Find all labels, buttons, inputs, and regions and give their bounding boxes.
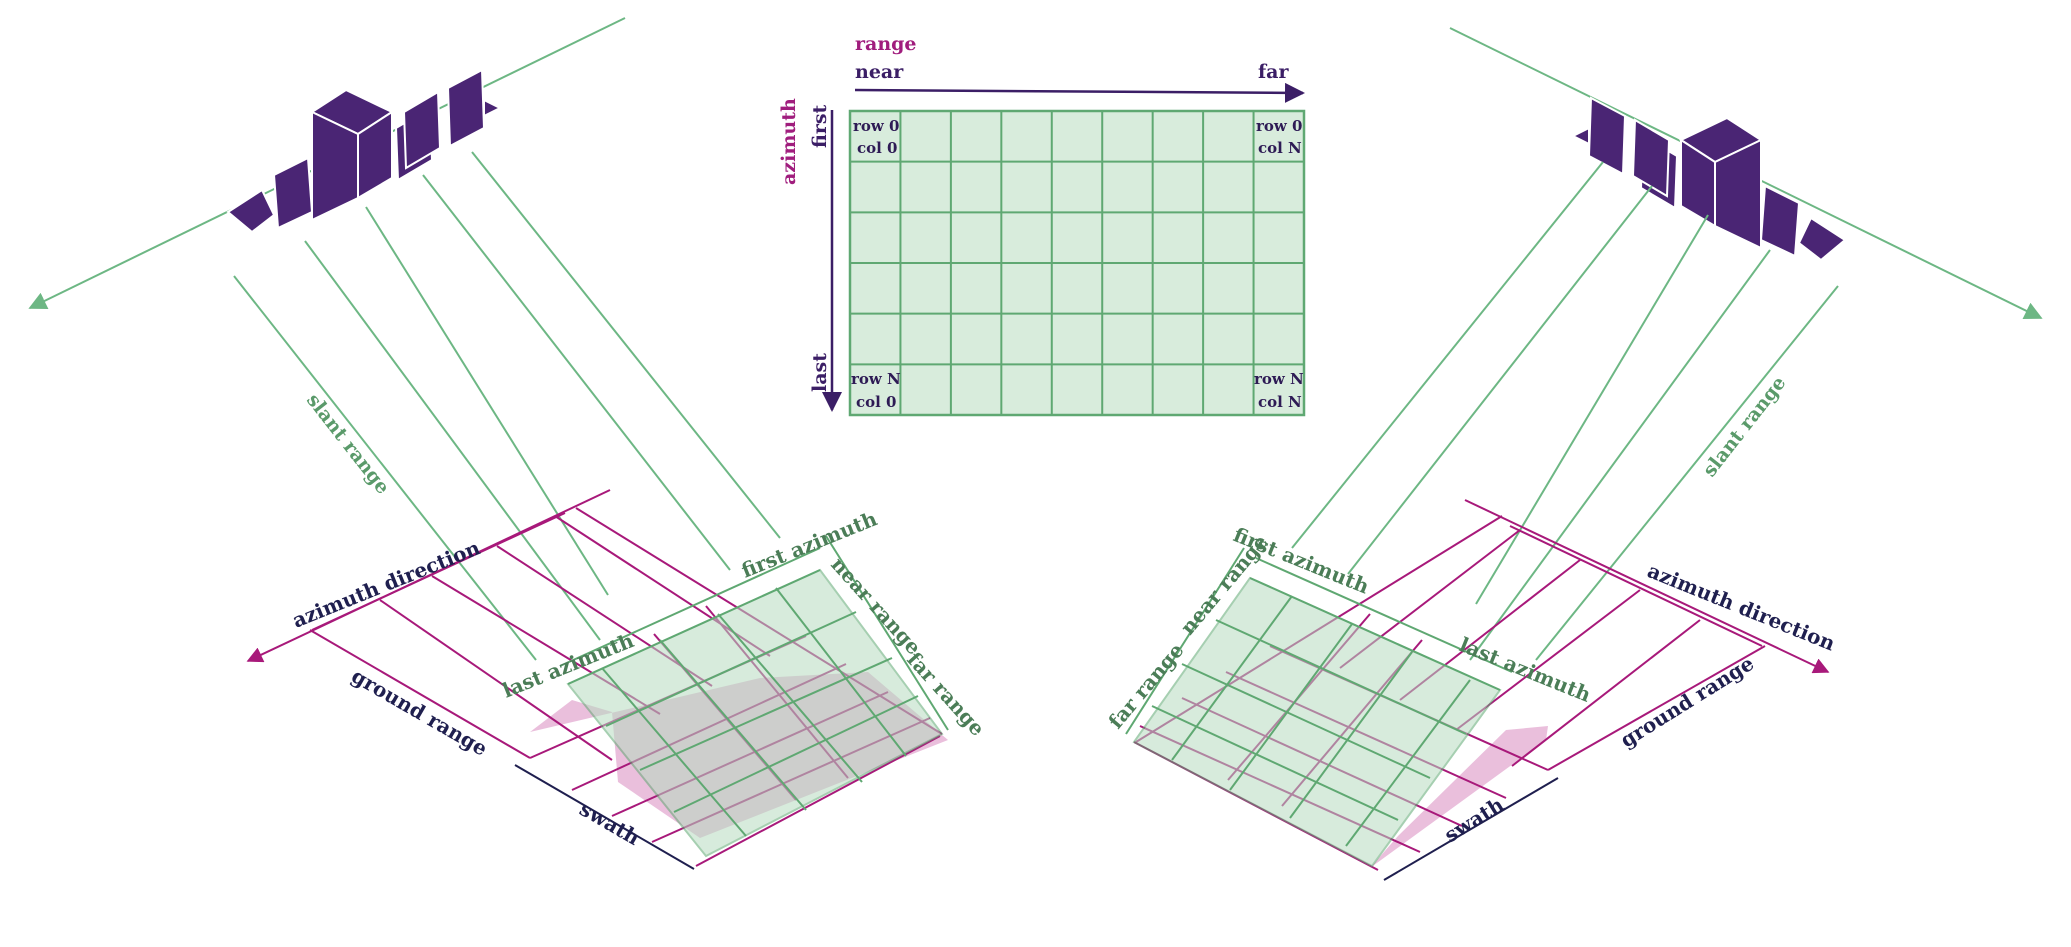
first-label: first [809,104,831,148]
right-swath-bracket [1383,777,1559,881]
range-axis-arrow [854,82,1305,103]
corner-bottom-left-row: row N [851,370,901,388]
corner-top-right-col: col N [1258,139,1302,157]
azimuth-axis-title: azimuth [778,98,800,185]
left-ground-range-label: ground range [348,664,492,761]
corner-top-right-row: row 0 [1256,117,1302,135]
corner-top-left-row: row 0 [853,117,899,135]
left-swath-bracket [514,764,695,870]
left-beam-lines [233,151,781,661]
right-satellite-icon [1570,96,1847,262]
near-label: near [855,61,904,83]
corner-bottom-right-row: row N [1254,370,1304,388]
corner-top-left-col: col 0 [857,139,898,157]
right-slant-range-label: slant range [1699,372,1791,481]
right-ground-range-label: ground range [1616,651,1758,752]
left-swath-label: swath [576,797,645,851]
left-image-footprint [559,535,949,858]
far-label: far [1258,61,1289,83]
right-image-footprint [1125,547,1513,868]
left-satellite-icon [226,68,503,234]
image-grid-lines [850,111,1304,415]
last-label: last [809,353,831,392]
corner-bottom-left-col: col 0 [856,393,897,411]
left-slant-range-label: slant range [302,390,394,499]
image-grid-panel: range near far azimuth first last row 0 … [778,33,1306,417]
left-panel: slant range [28,17,990,870]
left-azimuth-direction-label: azimuth direction [289,535,484,632]
corner-bottom-right-col: col N [1258,393,1302,411]
right-beam-lines [1291,161,1839,661]
range-axis-title: range [855,33,917,55]
